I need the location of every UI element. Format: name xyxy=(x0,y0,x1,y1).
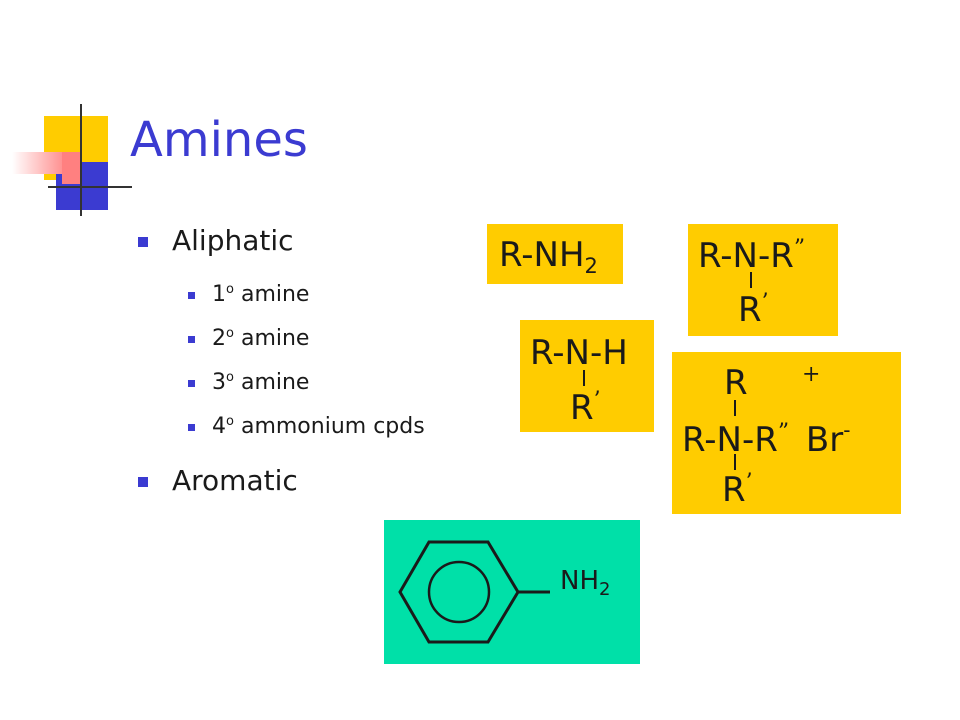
black-horizontal-line xyxy=(48,186,132,188)
black-vertical-line xyxy=(80,104,82,216)
bullet-marker xyxy=(138,477,148,487)
secondary-amine-line2: R’ xyxy=(570,388,601,428)
formula-text: R-N-R xyxy=(682,420,778,460)
bond-line xyxy=(734,400,736,416)
primary-amine-formula: R-NH2 xyxy=(499,238,598,277)
quaternary-ammonium-box: R + R-N-R” Br- R’ xyxy=(672,352,901,514)
bullet-aliphatic: Aliphatic xyxy=(172,224,294,257)
quaternary-middle: R-N-R” Br- xyxy=(682,420,850,457)
subscript: 2 xyxy=(599,579,611,600)
subscript: 2 xyxy=(584,254,598,278)
degree-mark: o xyxy=(226,326,234,341)
counter-ion: Br xyxy=(805,420,844,460)
bond-line xyxy=(583,370,585,386)
bond-line xyxy=(750,272,752,288)
sub-item-4: 4o ammonium cpds xyxy=(212,414,425,439)
charge-plus: + xyxy=(802,364,820,386)
quaternary-top: R xyxy=(724,366,748,400)
charge: + xyxy=(802,362,821,387)
formula-text: R-NH xyxy=(499,235,585,275)
bullet-aromatic: Aromatic xyxy=(172,464,298,497)
double-prime: ” xyxy=(777,420,790,445)
secondary-amine-box: R-N-H R’ xyxy=(520,320,654,432)
formula-text: R xyxy=(738,290,762,330)
degree-number: 4 xyxy=(212,414,226,439)
bullet-marker xyxy=(188,336,195,343)
degree-number: 1 xyxy=(212,282,226,307)
bond-line xyxy=(734,454,736,470)
prime: ’ xyxy=(761,290,769,315)
sub-item-3: 3o amine xyxy=(212,370,309,395)
aniline-nh2-label: NH2 xyxy=(560,568,610,599)
degree-number: 3 xyxy=(212,370,226,395)
bullet-marker xyxy=(188,292,195,299)
tertiary-amine-box: R-N-R” R’ xyxy=(688,224,838,336)
sub-item-text: amine xyxy=(240,326,310,351)
sub-item-text: amine xyxy=(240,282,310,307)
sub-item-text: ammonium cpds xyxy=(240,414,425,439)
prime: ’ xyxy=(593,388,601,413)
formula-text: R xyxy=(570,388,594,428)
degree-number: 2 xyxy=(212,326,226,351)
sub-item-text: amine xyxy=(240,370,310,395)
formula-text: NH xyxy=(560,566,599,596)
formula-text: R-N-R xyxy=(698,236,794,276)
benzene-ring-icon xyxy=(398,540,550,644)
pink-block xyxy=(62,152,80,184)
double-prime: ” xyxy=(793,236,806,261)
prime: ’ xyxy=(745,470,753,495)
bullet-marker xyxy=(138,237,148,247)
sub-item-1: 1o amine xyxy=(212,282,309,307)
bullet-marker xyxy=(188,380,195,387)
degree-mark: o xyxy=(226,370,234,385)
aromatic-circle xyxy=(427,560,491,624)
secondary-amine-line1: R-N-H xyxy=(530,336,628,370)
counter-charge: - xyxy=(843,418,851,442)
primary-amine-box: R-NH2 xyxy=(487,224,623,284)
quaternary-bottom: R’ xyxy=(722,470,753,510)
formula-text: R xyxy=(722,470,746,510)
sub-item-2: 2o amine xyxy=(212,326,309,351)
formula-text: R-N-H xyxy=(530,333,628,373)
aniline-box: NH2 xyxy=(384,520,640,664)
formula-text: R xyxy=(724,363,748,403)
degree-mark: o xyxy=(226,414,234,429)
bullet-marker xyxy=(188,424,195,431)
slide-title: Amines xyxy=(130,112,308,168)
degree-mark: o xyxy=(226,282,234,297)
corner-decoration xyxy=(0,0,132,230)
benzene-hexagon xyxy=(398,540,520,644)
tertiary-amine-line1: R-N-R” xyxy=(698,236,806,276)
tertiary-amine-line2: R’ xyxy=(738,290,769,330)
